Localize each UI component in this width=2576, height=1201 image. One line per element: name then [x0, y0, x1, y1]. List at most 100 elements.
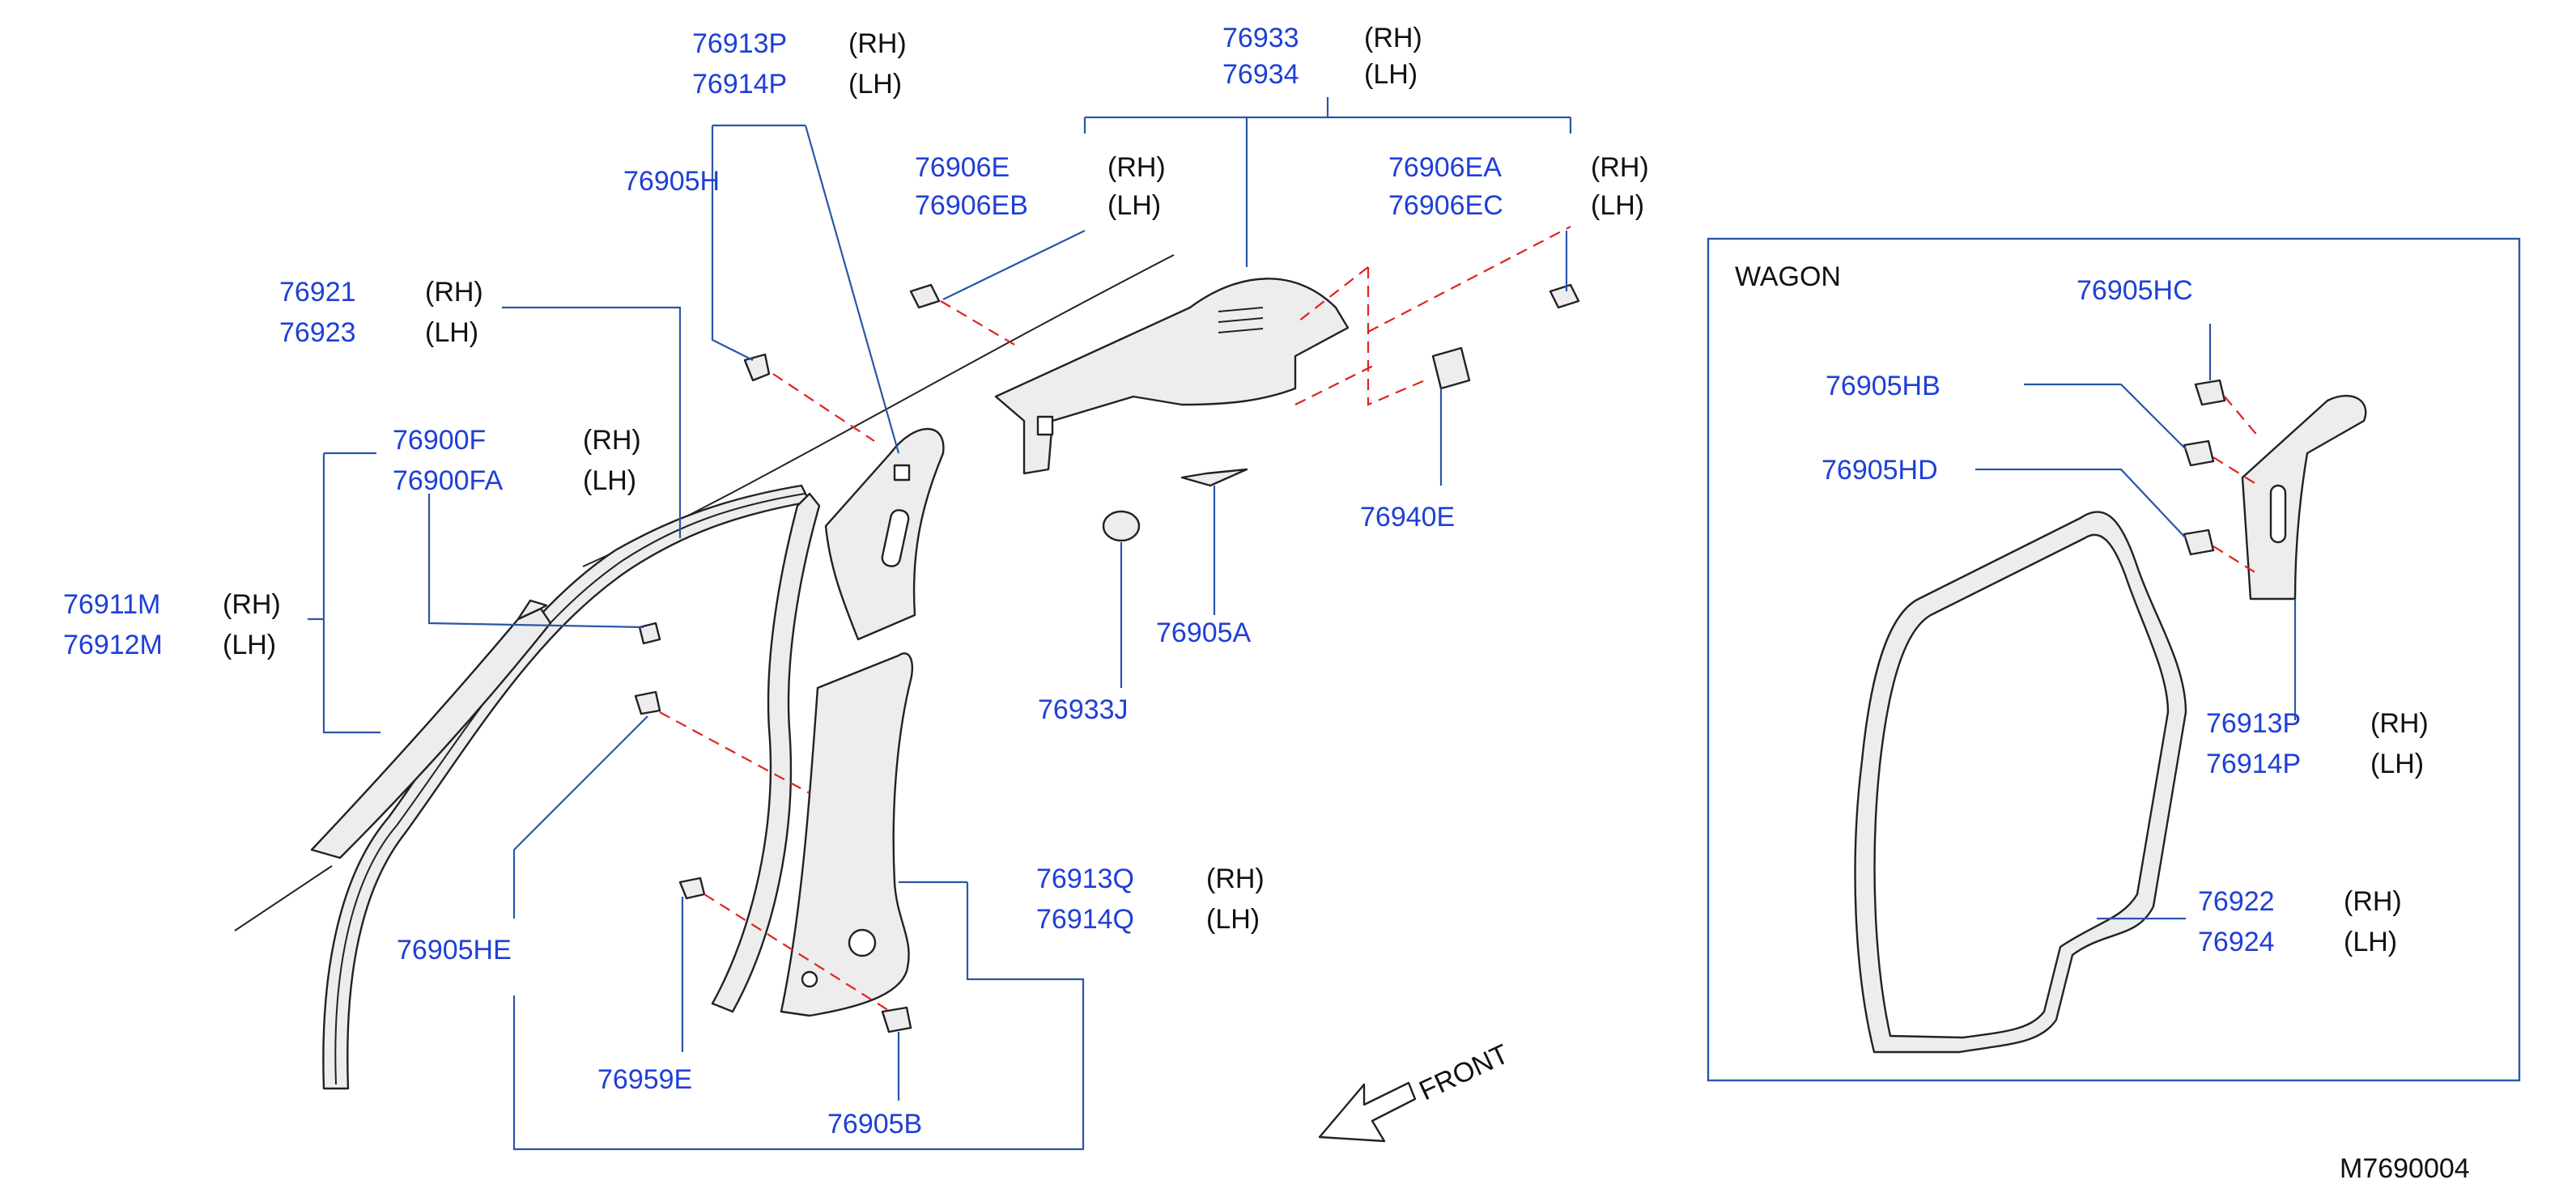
part-number[interactable]: 76913P: [692, 28, 787, 59]
anchor-hole: [893, 464, 911, 482]
side-label: (LH): [583, 465, 636, 496]
part-number[interactable]: 76900FA: [393, 465, 503, 496]
part-number[interactable]: 76905HB: [1826, 371, 1941, 401]
part-number[interactable]: 76934: [1222, 59, 1299, 90]
part-number[interactable]: 76922: [2198, 886, 2275, 917]
side-label: (LH): [1364, 59, 1418, 90]
part-number[interactable]: 76905HE: [397, 935, 512, 965]
center-pillar-lower-garnish: [780, 652, 914, 1017]
front-arrow-icon: [1318, 1081, 1417, 1143]
front-indicator: FRONT: [1318, 1038, 1514, 1143]
guide-76906EA: [1294, 226, 1571, 406]
leader-76905HB: [2024, 383, 2187, 450]
part-number[interactable]: 76906EC: [1388, 190, 1503, 221]
part-number[interactable]: 76905HD: [1821, 455, 1938, 486]
side-label: (LH): [2370, 749, 2424, 779]
wagon-label: WAGON: [1735, 261, 1841, 292]
door-opening-weatherstrip: [711, 492, 821, 1013]
garnish-clip-seat: [1036, 415, 1054, 436]
part-number[interactable]: 76933J: [1038, 694, 1129, 725]
part-number[interactable]: 76959E: [597, 1064, 692, 1095]
front-label: FRONT: [1414, 1038, 1513, 1106]
wagon-belt-slot: [2269, 484, 2287, 544]
side-label: (RH): [1107, 152, 1166, 183]
seatbelt-slot: [881, 509, 910, 567]
clip-76905B: [881, 1006, 912, 1033]
side-label: (RH): [1364, 23, 1422, 53]
cap-76933J: [1102, 510, 1141, 542]
side-label: (RH): [2344, 886, 2402, 917]
leader-76921: [502, 306, 682, 538]
screw-76906E: [909, 283, 941, 309]
garnish-hole-1: [848, 928, 877, 957]
part-number[interactable]: 76913P: [2206, 708, 2301, 739]
callout-labels: 76913P (RH) 76914P (LH) 76933 (RH) 76934…: [63, 23, 2470, 1184]
leader-76913P: [711, 124, 900, 454]
part-number[interactable]: 76914P: [2206, 749, 2301, 779]
side-label: (LH): [848, 69, 902, 100]
guide-76905H: [772, 373, 875, 442]
wagon-inset: WAGON: [1707, 237, 2521, 1082]
part-number[interactable]: 76911M: [63, 589, 160, 620]
garnish-hole-2: [801, 970, 818, 988]
center-pillar-upper-garnish: [824, 427, 945, 641]
part-number[interactable]: 76921: [279, 277, 356, 308]
leader-76906E: [942, 230, 1086, 300]
part-number[interactable]: 76940E: [1360, 502, 1455, 533]
part-number[interactable]: 76914P: [692, 69, 787, 100]
part-number[interactable]: 76906E: [915, 152, 1010, 183]
part-number[interactable]: 76905H: [623, 166, 720, 197]
part-number[interactable]: 76905B: [827, 1109, 922, 1139]
part-number[interactable]: 76924: [2198, 927, 2275, 957]
side-label: (RH): [848, 28, 907, 59]
pillar-garnish-tip: [516, 599, 548, 621]
side-label: (RH): [1206, 864, 1265, 894]
clip-76900F: [638, 622, 661, 645]
side-label: (RH): [425, 277, 483, 308]
part-number[interactable]: 76905A: [1156, 617, 1252, 648]
guide-76906E: [940, 300, 1021, 349]
front-pillar-garnish: [310, 607, 552, 859]
side-label: (LH): [425, 317, 478, 348]
side-label: (RH): [583, 425, 641, 456]
wagon-pillar-garnish: [2241, 394, 2367, 600]
garnish-ribs: [1218, 307, 1264, 333]
side-label: (RH): [223, 589, 281, 620]
screw-76905A: [1180, 468, 1248, 487]
side-label: (LH): [1107, 190, 1161, 221]
part-number[interactable]: 76912M: [63, 630, 163, 660]
wagon-door-weatherstrip-inner: [1873, 533, 2170, 1039]
part-number[interactable]: 76913Q: [1036, 864, 1134, 894]
part-number[interactable]: 76905HC: [2077, 275, 2193, 306]
wagon-frame: [1707, 237, 2521, 1082]
clip-76905HE: [634, 690, 661, 715]
diagram-code: M7690004: [2340, 1153, 2470, 1184]
part-number[interactable]: 76914Q: [1036, 904, 1134, 935]
clip-76905HD: [2183, 528, 2215, 556]
clip-76905HB: [2183, 439, 2215, 467]
wagon-guides: [2213, 396, 2259, 575]
guide-76905HE: [659, 711, 810, 794]
part-number[interactable]: 76906EB: [915, 190, 1028, 221]
side-label: (RH): [2370, 708, 2429, 739]
part-number[interactable]: 76906EA: [1388, 152, 1502, 183]
clip-76940E: [1431, 346, 1471, 390]
clip-76959E: [678, 876, 706, 900]
side-label: (LH): [1206, 904, 1260, 935]
leader-76905HD: [1975, 468, 2187, 539]
leader-76900F: [427, 494, 644, 629]
side-label: (LH): [2344, 927, 2397, 957]
leader-76911M: [308, 452, 380, 734]
leader-lines: [308, 97, 1572, 1151]
screw-76906EA: [1549, 283, 1580, 309]
parts-illustration: [234, 226, 1580, 1090]
side-label: (RH): [1591, 152, 1649, 183]
leader-76905HE: [512, 715, 1085, 1151]
clip-76905HC: [2194, 379, 2226, 406]
part-number[interactable]: 76923: [279, 317, 356, 348]
part-number[interactable]: 76900F: [393, 425, 486, 456]
body-line-lower: [234, 865, 333, 932]
part-number[interactable]: 76933: [1222, 23, 1299, 53]
roof-rail-garnish: [994, 278, 1350, 475]
